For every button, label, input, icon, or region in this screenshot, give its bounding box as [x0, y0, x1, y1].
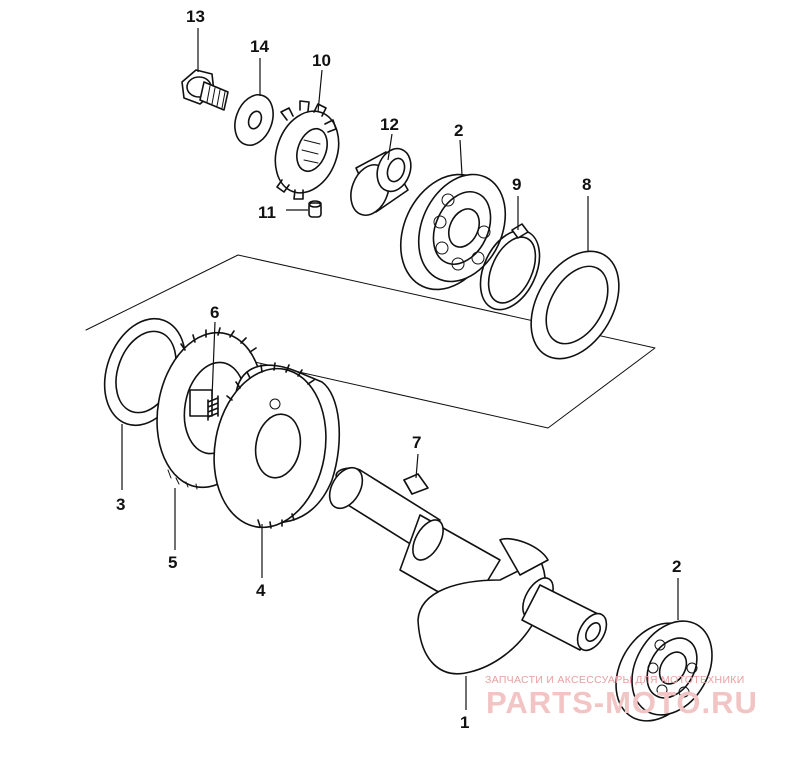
label-5: 5 [168, 553, 177, 572]
label-12: 12 [380, 115, 399, 134]
gear-10 [274, 100, 340, 200]
label-4: 4 [256, 581, 266, 600]
bearing-2-upper [399, 173, 507, 291]
pin-11 [308, 200, 322, 218]
label-10: 10 [312, 51, 331, 70]
label-2-upper: 2 [454, 121, 463, 140]
label-11: 11 [258, 203, 276, 222]
part-number-labels: 13 14 10 12 2 9 8 11 6 7 3 5 4 2 1 [116, 7, 681, 732]
callout-lines [121, 28, 679, 710]
gear-4 [213, 362, 341, 529]
label-2-lower: 2 [672, 557, 681, 576]
label-7: 7 [412, 433, 421, 452]
washer-8 [530, 250, 620, 360]
watermark: ЗАПЧАСТИ И АКСЕССУАРЫ ДЛЯ МОТОТЕХНИКИ PA… [485, 674, 758, 720]
label-8: 8 [582, 175, 591, 194]
sleeve-12 [350, 147, 412, 216]
label-1: 1 [460, 713, 469, 732]
shaft-1 [328, 466, 608, 675]
label-3: 3 [116, 495, 125, 514]
label-14: 14 [250, 37, 269, 56]
washer-14 [234, 94, 274, 146]
key-7 [403, 473, 429, 495]
label-6: 6 [210, 303, 219, 322]
watermark-tagline: ЗАПЧАСТИ И АКСЕССУАРЫ ДЛЯ МОТОТЕХНИКИ [485, 674, 745, 686]
bolt-13 [181, 69, 229, 111]
watermark-brand: PARTS-MOTO.RU [486, 685, 758, 720]
bearing-2-lower [615, 620, 713, 722]
label-9: 9 [512, 175, 521, 194]
spring-6 [207, 395, 219, 421]
label-13: 13 [186, 7, 205, 26]
circlip-9 [479, 223, 541, 311]
assembly-boundary [85, 254, 656, 429]
